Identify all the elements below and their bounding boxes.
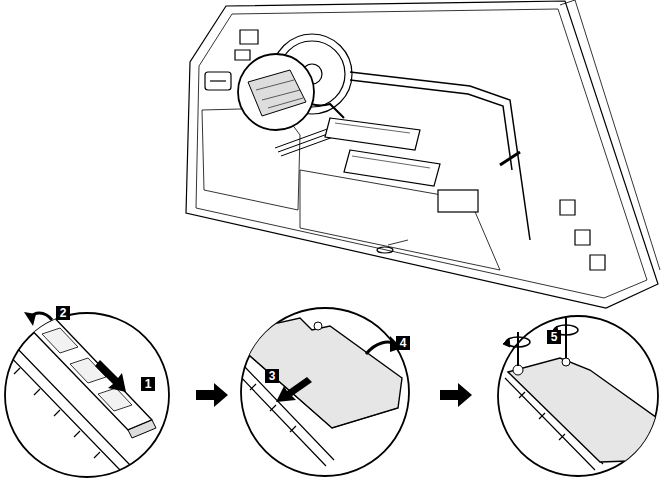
detail-circle <box>4 311 169 477</box>
detail-circle <box>236 308 409 476</box>
callout-number: 2 <box>56 306 70 320</box>
callout-number: 4 <box>396 336 410 350</box>
callout-number: 1 <box>141 377 155 391</box>
callout-number: 5 <box>547 330 561 344</box>
detail-circle <box>498 316 660 476</box>
laptop-base <box>186 0 660 308</box>
callout-number: 3 <box>265 369 279 383</box>
